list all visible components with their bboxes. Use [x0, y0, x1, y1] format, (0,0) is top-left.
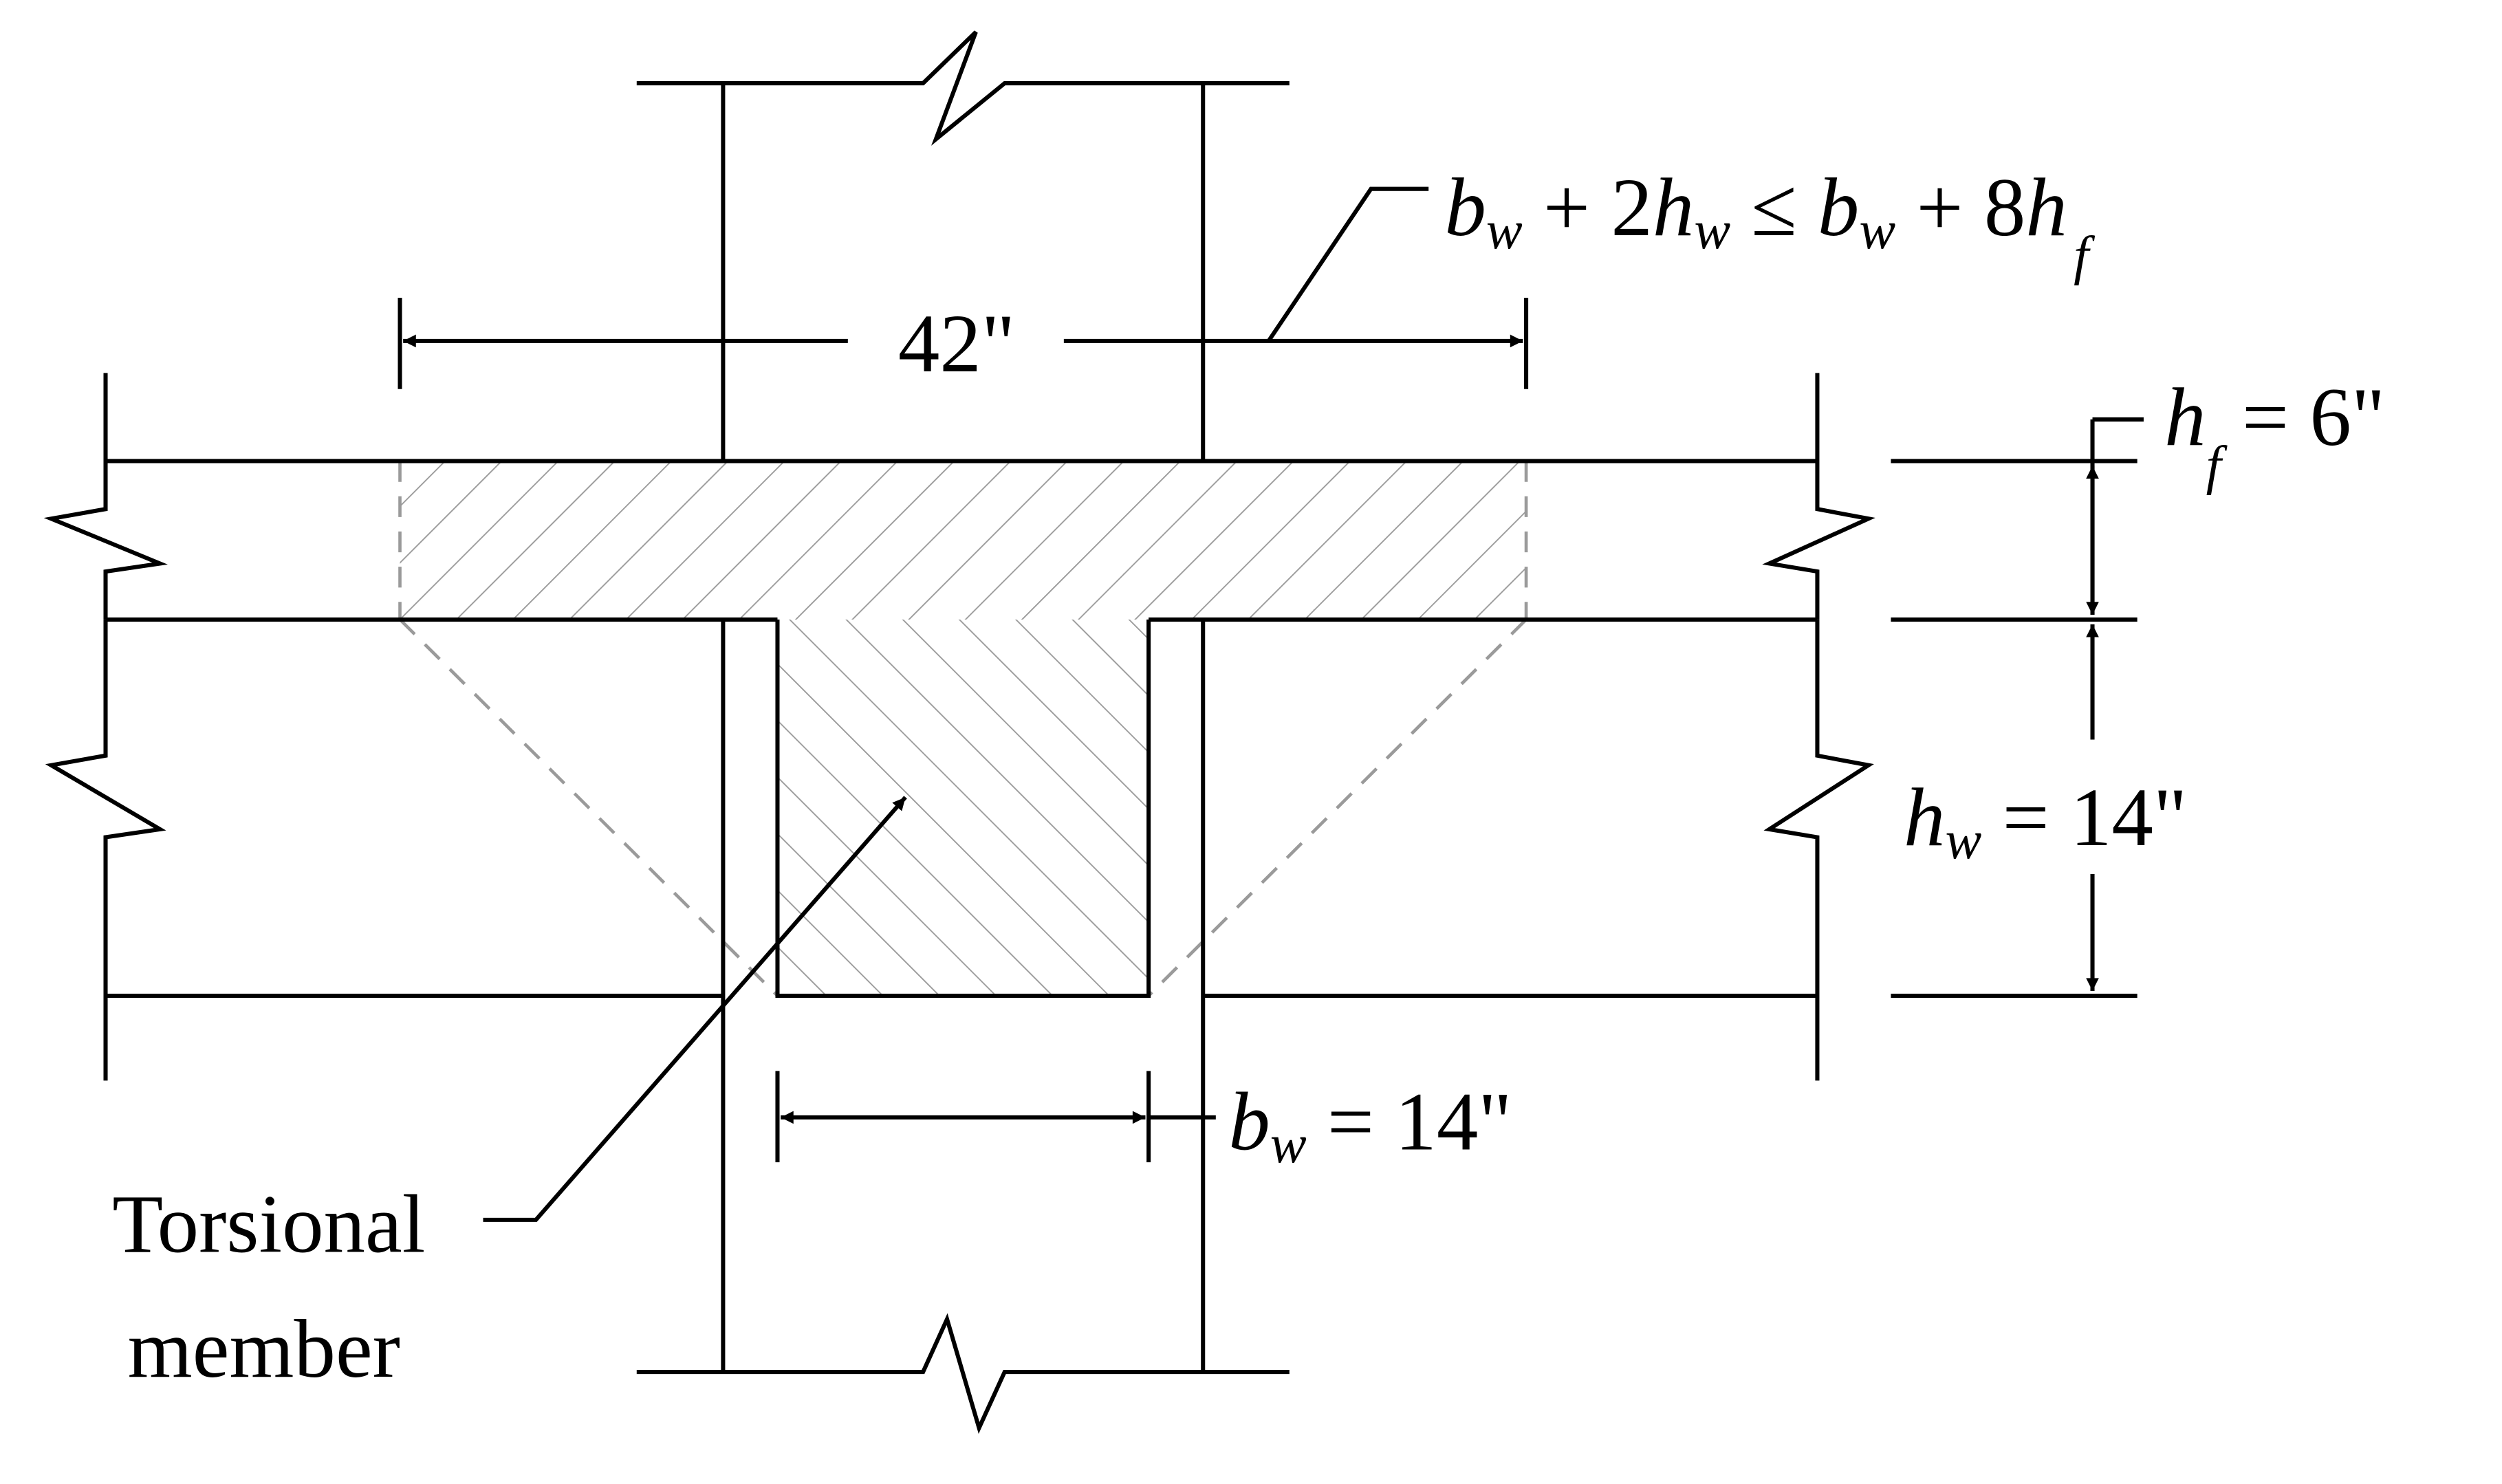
width-dimension: 42" — [398, 297, 1529, 390]
web-height-label: hw = 14" — [1904, 772, 2187, 871]
hatched-flange-region — [398, 461, 1528, 622]
effective-width-formula: bw + 2hw ≤ bw + 8hf — [1444, 162, 2096, 286]
slab — [43, 373, 1875, 622]
transverse-beam — [45, 619, 1874, 1081]
effective-width-callout: bw + 2hw ≤ bw + 8hf — [1267, 162, 2096, 342]
web-width-label: bw = 14" — [1228, 1076, 1512, 1175]
torsional-member-label-line1: Torsional — [112, 1178, 425, 1270]
web-width-dimension: bw = 14" — [775, 1071, 1512, 1175]
flange-thickness-label: hf = 6" — [2164, 371, 2385, 496]
torsional-member-callout: Torsional member — [112, 796, 907, 1395]
flange-thickness-dimension: hf = 6" — [1891, 371, 2385, 622]
torsional-member-label-line2: member — [128, 1303, 400, 1395]
beam-web — [775, 619, 1151, 999]
width-dimension-label: 42" — [898, 298, 1015, 390]
column — [636, 30, 1290, 1434]
web-height-dimension: hw = 14" — [1891, 624, 2187, 999]
dashed-45-degree-lines — [398, 618, 1527, 997]
hatched-web-region — [777, 619, 1149, 996]
